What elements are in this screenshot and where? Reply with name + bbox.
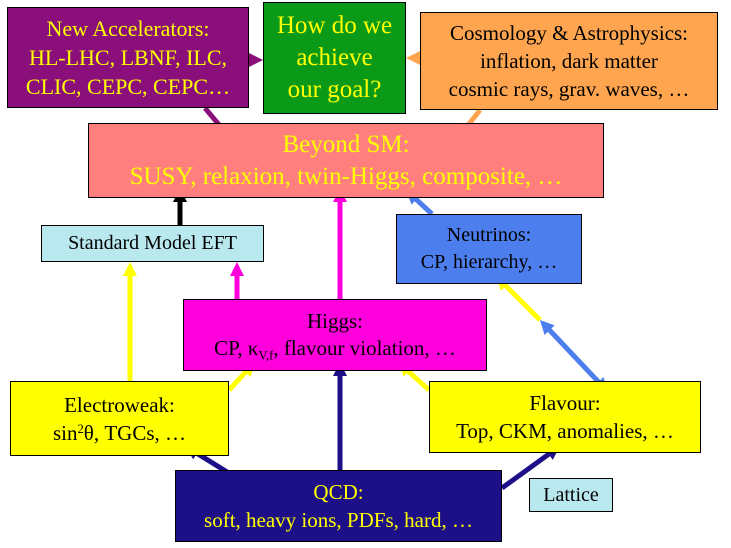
neutrinos-box: Neutrinos: CP, hierarchy, … [396,214,582,284]
electroweak-line2-post: θ, TGCs, … [83,420,187,445]
qcd-title: QCD: [313,480,364,504]
goal-line3: our goal? [287,76,382,103]
cosmology-title: Cosmology & Astrophysics: [449,21,689,45]
lattice-label: Lattice [543,483,599,506]
higgs-kappa-subscript: V,f [258,348,274,363]
neutrinos-line2: CP, hierarchy, … [420,251,558,273]
flavour-title: Flavour: [529,391,601,415]
lattice-box: Lattice [529,478,613,512]
arrow-accelerators-to-goal-head [249,53,263,67]
arrow-electroweak-to-higgs-line [227,367,251,392]
new-accelerators-line2: HL-LHC, LBNF, ILC, [28,45,228,70]
beyond-sm-title: Beyond SM: [282,130,410,158]
qcd-line2: soft, heavy ions, PDFs, hard, … [204,508,473,532]
higgs-line2: CP, κV,f, flavour violation, … [214,335,456,362]
arrow-qcd-to-flavour-line [500,449,554,491]
higgs-title: Higgs: [306,309,363,333]
electroweak-box: Electroweak: sin2θ, TGCs, … [10,381,229,456]
standard-model-eft-box: Standard Model EFT [41,225,264,262]
beyond-sm-line2: SUSY, relaxion, twin-Higgs, composite, … [129,162,563,190]
electroweak-title: Electroweak: [64,392,175,417]
arrow-higgs-to-eft-head [230,262,244,276]
higgs-line2-pre: CP, κ [214,336,259,360]
cosmology-line3: cosmic rays, grav. waves, … [448,77,690,101]
goal-line2: achieve [296,44,373,71]
arrow-flavour-to-higgs-line [403,366,431,392]
flavour-line2: Top, CKM, anomalies, … [456,419,674,443]
arrow-flavour-neutrinos-lower-head [540,320,555,335]
electroweak-line2-pre: sin [52,420,78,445]
new-accelerators-title: New Accelerators: [46,16,210,41]
flavour-box: Flavour: Top, CKM, anomalies, … [429,381,701,453]
arrow-cosmology-to-goal-head [406,51,420,65]
electroweak-line2: sin2θ, TGCs, … [53,419,186,447]
arrow-neutrinos-to-bsm-line [411,194,434,216]
new-accelerators-line3: CLIC, CEPC, CEPC… [25,74,231,99]
qcd-box: QCD: soft, heavy ions, PDFs, hard, … [175,470,502,542]
arrow-electroweak-to-eft-head [123,262,137,276]
beyond-sm-box: Beyond SM: SUSY, relaxion, twin-Higgs, c… [88,123,604,198]
cosmology-astrophysics-box: Cosmology & Astrophysics: inflation, dar… [420,12,718,110]
new-accelerators-box: New Accelerators: HL-LHC, LBNF, ILC, CLI… [7,7,249,108]
goal-line1: How do we [276,12,393,39]
neutrinos-title: Neutrinos: [446,224,532,246]
arrow-flavour-neutrinos-upper-line [501,281,542,322]
electroweak-superscript: 2 [77,421,84,436]
higgs-line2-post: , flavour violation, … [273,336,456,360]
goal-question-box: How do we achieve our goal? [263,2,406,114]
cosmology-line2: inflation, dark matter [480,49,658,73]
higgs-box: Higgs: CP, κV,f, flavour violation, … [183,299,487,371]
standard-model-eft-label: Standard Model EFT [68,232,237,254]
